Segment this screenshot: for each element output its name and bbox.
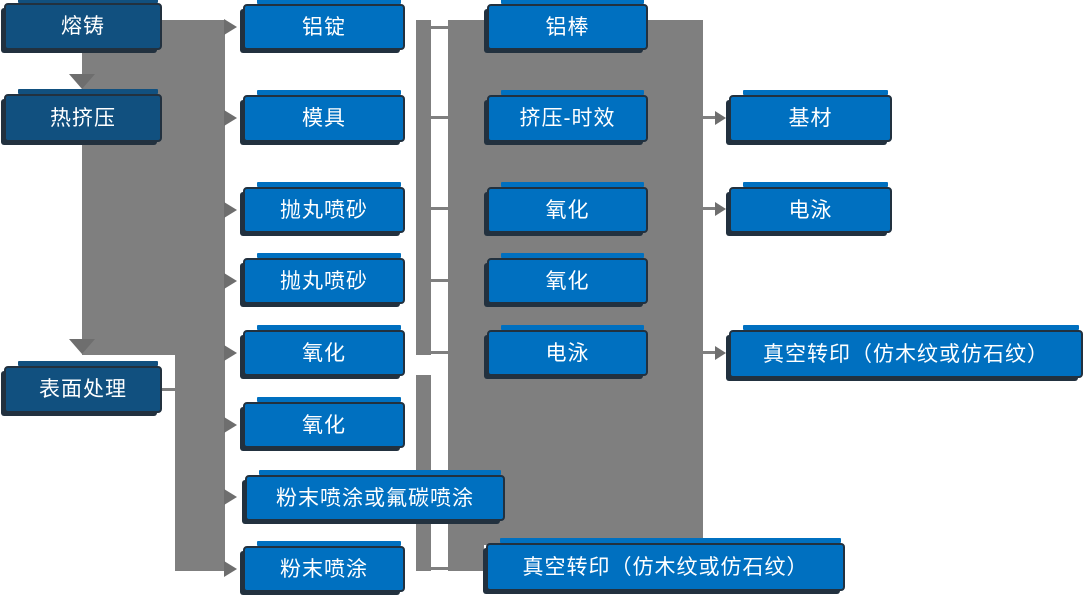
stub-to-vacuum-transfer [701, 351, 716, 354]
right-arrow-icon [224, 489, 237, 505]
node-powder-or-fluorocarbon-coating: 粉末喷涂或氟碳喷涂 [245, 470, 505, 521]
node-oxidation-4: 氧化 [487, 253, 648, 304]
stub-to-electrophoresis [701, 207, 716, 210]
node-electrophoresis-1: 电泳 [487, 325, 648, 376]
node-shot-blasting-1: 抛丸喷砂 [243, 182, 405, 233]
node-aluminum-rod: 铝棒 [487, 0, 648, 50]
right-arrow-icon [224, 19, 237, 35]
node-label: 模具 [302, 107, 346, 130]
down-arrow-icon [69, 339, 95, 354]
node-label: 氧化 [302, 341, 346, 365]
node-surface-treatment: 表面处理 [4, 361, 162, 413]
node-label: 抛丸喷砂 [280, 198, 368, 222]
connector-band-left [82, 20, 225, 355]
right-arrow-icon [224, 273, 237, 289]
connector-band-right-foot [448, 545, 484, 571]
node-label: 氧化 [302, 413, 346, 437]
stub-row1 [431, 26, 448, 29]
node-label: 抛丸喷砂 [280, 269, 368, 293]
node-aluminum-ingot: 铝锭 [243, 0, 405, 50]
node-shot-blasting-2: 抛丸喷砂 [243, 253, 405, 304]
node-oxidation-2: 氧化 [243, 397, 405, 448]
node-label: 熔铸 [61, 15, 105, 38]
stub-row4 [431, 279, 448, 282]
node-label: 电泳 [545, 341, 590, 365]
right-arrow-icon [715, 111, 726, 125]
node-oxidation-1: 氧化 [243, 325, 405, 376]
node-mold: 模具 [243, 90, 405, 142]
node-label: 电泳 [788, 198, 833, 222]
right-arrow-icon [715, 346, 726, 360]
right-arrow-icon [224, 561, 237, 577]
node-label: 氧化 [545, 198, 590, 222]
stub-to-base-material [701, 116, 716, 119]
node-base-material: 基材 [729, 90, 892, 142]
node-hot-extrusion: 热挤压 [4, 89, 162, 142]
stub-row3 [431, 207, 448, 210]
stub-row8 [431, 567, 448, 570]
node-label: 氧化 [545, 269, 590, 293]
right-arrow-icon [715, 202, 726, 216]
node-label: 铝棒 [545, 15, 590, 39]
node-oxidation-3: 氧化 [487, 182, 648, 233]
node-label: 表面处理 [39, 378, 127, 401]
connector-band-left-lower [175, 355, 225, 571]
node-label: 真空转印（仿木纹或仿石纹） [522, 555, 809, 579]
node-label: 粉末喷涂 [280, 557, 368, 581]
stub-row2 [431, 116, 448, 119]
node-electrophoresis-2: 电泳 [729, 182, 892, 233]
node-vacuum-transfer-print-2: 真空转印（仿木纹或仿石纹） [729, 325, 1083, 378]
node-vacuum-transfer-print-1: 真空转印（仿木纹或仿石纹） [486, 538, 845, 591]
node-melting-casting: 熔铸 [4, 0, 162, 50]
node-extrusion-aging: 挤压-时效 [487, 90, 648, 142]
node-powder-coating: 粉末喷涂 [243, 541, 405, 592]
right-arrow-icon [224, 345, 237, 361]
right-arrow-icon [224, 110, 237, 126]
node-label: 基材 [788, 107, 833, 130]
node-label: 热挤压 [50, 106, 116, 130]
down-arrow-icon [69, 74, 95, 89]
node-label: 铝锭 [302, 15, 346, 39]
right-arrow-icon [224, 202, 237, 218]
node-label: 真空转印（仿木纹或仿石纹） [763, 342, 1049, 366]
connector-bar-middle-upper [416, 20, 431, 355]
stub-surface-treatment [162, 388, 176, 391]
node-label: 挤压-时效 [519, 107, 616, 130]
stub-row5 [431, 351, 448, 354]
node-label: 粉末喷涂或氟碳喷涂 [276, 486, 474, 510]
right-arrow-icon [224, 417, 237, 433]
